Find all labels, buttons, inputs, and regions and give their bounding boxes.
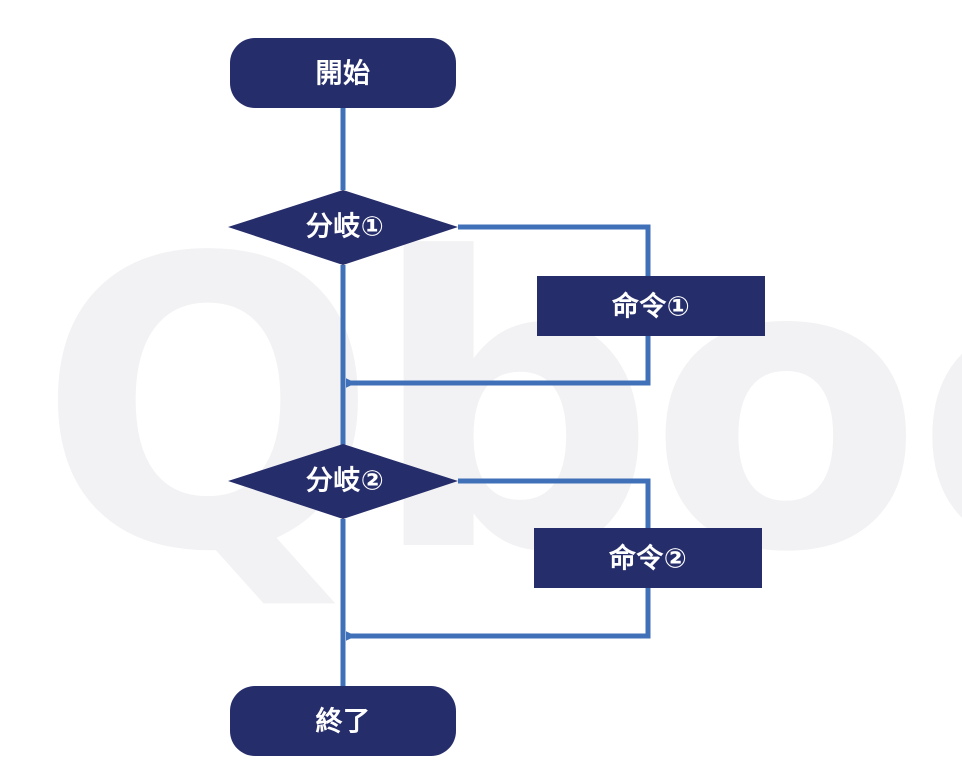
edge-branch2-to-cmd2: [458, 478, 651, 530]
node-branch1[interactable]: 分岐①: [228, 190, 458, 265]
node-branch2[interactable]: 分岐②: [228, 444, 458, 519]
node-start-label: 開始: [316, 58, 371, 90]
node-cmd2-shape: [534, 528, 762, 588]
node-start-shape: [230, 38, 456, 108]
edge-branch1-to-cmd1: [458, 224, 651, 278]
watermark-label: Qbook: [38, 175, 962, 640]
edge-cmd2-return: [346, 587, 651, 641]
watermark: Qbook: [38, 175, 962, 640]
node-cmd1-label: 命令①: [612, 291, 690, 323]
node-branch1-shape: [228, 190, 458, 265]
node-end[interactable]: 終了: [230, 686, 456, 756]
node-cmd1-shape: [537, 276, 765, 336]
node-cmd2-label: 命令②: [609, 543, 687, 575]
connector-layer: [340, 108, 651, 700]
node-cmd1[interactable]: 命令①: [537, 276, 765, 336]
node-end-shape: [230, 686, 456, 756]
node-branch1-label: 分岐①: [306, 212, 384, 243]
node-branch2-label: 分岐②: [306, 466, 384, 497]
node-branch2-shape: [228, 444, 458, 519]
node-start[interactable]: 開始: [230, 38, 456, 108]
edge-cmd1-return: [346, 335, 651, 388]
node-cmd2[interactable]: 命令②: [534, 528, 762, 588]
node-end-label: 終了: [316, 706, 371, 738]
